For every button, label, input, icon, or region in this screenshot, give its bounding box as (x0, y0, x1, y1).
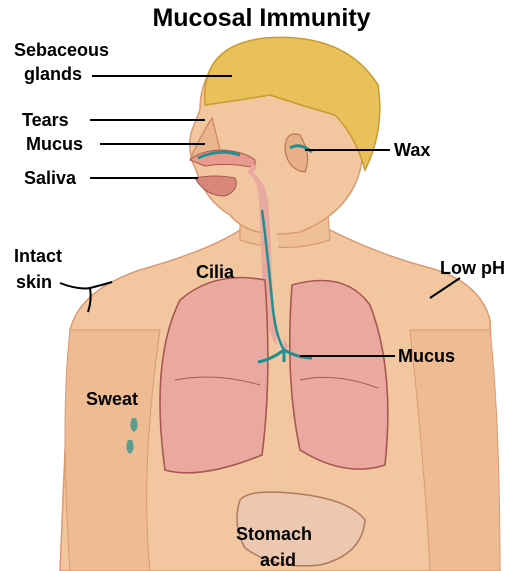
left-lung (160, 278, 268, 473)
label-intact: Intact (14, 246, 62, 266)
label-wax: Wax (394, 140, 430, 160)
label-sebaceous: Sebaceous (14, 40, 109, 60)
label-cilia: Cilia (196, 262, 234, 282)
label-skin: skin (16, 272, 52, 292)
mouth (195, 176, 236, 196)
label-glands: glands (24, 64, 82, 84)
left-arm (65, 330, 160, 571)
label-acid: acid (260, 550, 296, 570)
label-tears: Tears (22, 110, 69, 130)
label-stomach: Stomach (236, 524, 312, 544)
label-sweat: Sweat (86, 389, 138, 409)
label-saliva: Saliva (24, 168, 76, 188)
label-low-ph: Low pH (440, 258, 505, 278)
diagram-title: Mucosal Immunity (0, 4, 523, 33)
label-mucus-lungs: Mucus (398, 346, 455, 366)
label-mucus-nose: Mucus (26, 134, 83, 154)
